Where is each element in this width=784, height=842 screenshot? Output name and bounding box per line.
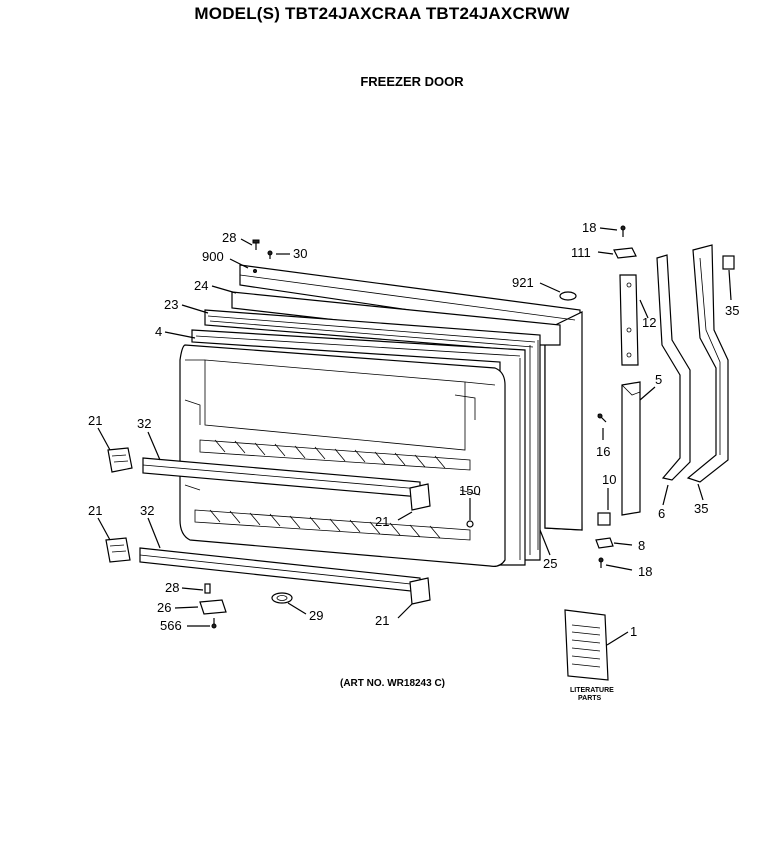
- label-1: 1: [630, 624, 637, 639]
- literature-booklet: LITERATURE PARTS: [564, 609, 614, 702]
- label-28-top: 28: [222, 230, 236, 245]
- label-25: 25: [543, 556, 557, 571]
- label-21-left-bottom: 21: [88, 503, 102, 518]
- label-6: 6: [658, 506, 665, 521]
- label-21-mid: 21: [375, 514, 389, 529]
- outer-door-panel: [239, 264, 583, 531]
- label-921: 921: [512, 275, 534, 290]
- diagram-subtitle: FREEZER DOOR: [360, 74, 464, 89]
- label-30: 30: [293, 246, 307, 261]
- rail-end-caps: [105, 447, 431, 605]
- label-21-bottom: 21: [375, 613, 389, 628]
- label-12: 12: [642, 315, 656, 330]
- label-23: 23: [164, 297, 178, 312]
- label-566: 566: [160, 618, 182, 633]
- label-18-top: 18: [582, 220, 596, 235]
- parts-label: PARTS: [578, 695, 602, 702]
- model-title: MODEL(S) TBT24JAXCRAA TBT24JAXCRWW: [194, 4, 570, 23]
- label-32-top: 32: [137, 416, 151, 431]
- leader-lines: [97, 227, 732, 646]
- inner-door-liner: [179, 344, 506, 567]
- label-16: 16: [596, 444, 610, 459]
- label-35-top: 35: [725, 303, 739, 318]
- small-parts: [199, 239, 474, 629]
- label-26: 26: [157, 600, 171, 615]
- label-28-bottom: 28: [165, 580, 179, 595]
- label-29: 29: [309, 608, 323, 623]
- literature-label: LITERATURE: [570, 687, 614, 694]
- label-24: 24: [194, 278, 208, 293]
- plug-921: [559, 291, 577, 301]
- label-35-bottom: 35: [694, 501, 708, 516]
- door-handle-hardware: [595, 225, 735, 568]
- label-32-bottom: 32: [140, 503, 154, 518]
- label-150: 150: [459, 483, 481, 498]
- label-111: 111: [571, 245, 591, 260]
- label-21-left-top: 21: [88, 413, 102, 428]
- label-18-bottom: 18: [638, 564, 652, 579]
- label-5: 5: [655, 372, 662, 387]
- label-900: 900: [202, 249, 224, 264]
- label-8: 8: [638, 538, 645, 553]
- art-number: (ART NO. WR18243 C): [340, 678, 446, 689]
- label-4: 4: [155, 324, 162, 339]
- part-number-labels: 28 30 900 24 23 4 921 18 111 12 35 5 16 …: [88, 220, 739, 639]
- label-10: 10: [602, 472, 616, 487]
